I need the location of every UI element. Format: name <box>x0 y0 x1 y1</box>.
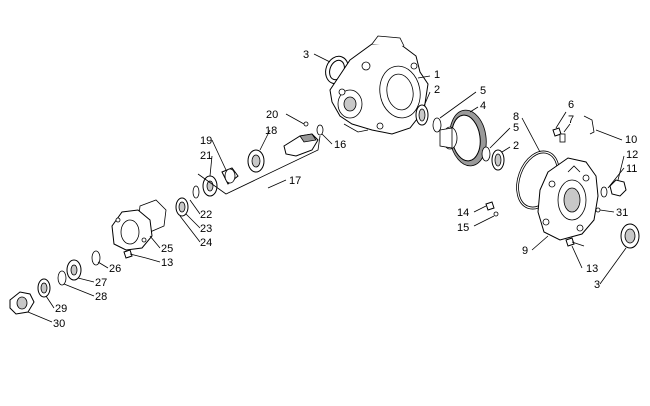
callout-10: 10 <box>625 134 637 146</box>
spacer-23 <box>192 185 200 199</box>
callout-3-top: 3 <box>303 49 309 61</box>
input-housing <box>111 209 153 251</box>
callout-13-right: 13 <box>586 263 598 275</box>
bolt-13-left <box>123 249 147 259</box>
seal-lower <box>620 223 640 249</box>
callout-28: 28 <box>95 291 107 303</box>
callout-5-upper: 5 <box>480 85 486 97</box>
callout-13-left: 13 <box>161 257 173 269</box>
callout-27: 27 <box>95 277 107 289</box>
callout-29: 29 <box>55 303 67 315</box>
breather-fitting <box>552 127 566 143</box>
shim-lower <box>481 146 491 162</box>
callout-15: 15 <box>457 222 469 234</box>
callout-22: 22 <box>200 209 212 221</box>
callout-4: 4 <box>480 100 486 112</box>
leader-lines <box>27 53 627 323</box>
seal-28 <box>57 270 67 286</box>
ring-gear <box>439 109 487 167</box>
seal-29 <box>37 278 51 298</box>
callout-17: 17 <box>289 175 301 187</box>
housing-cover <box>537 157 599 241</box>
callout-19: 19 <box>200 135 212 147</box>
callout-5-lower: 5 <box>513 122 519 134</box>
callout-25: 25 <box>161 243 173 255</box>
bearing-lower <box>491 149 505 171</box>
bearing-upper <box>415 104 429 126</box>
shim-upper <box>432 117 442 133</box>
collar-21 <box>221 167 239 185</box>
callout-6: 6 <box>568 99 574 111</box>
pinion-shaft <box>283 121 324 157</box>
callout-18: 18 <box>265 125 277 137</box>
screw-14 <box>485 201 495 211</box>
yoke-30 <box>9 291 35 315</box>
callout-21: 21 <box>200 150 212 162</box>
callout-16: 16 <box>334 139 346 151</box>
main-housing <box>329 35 429 135</box>
callout-26: 26 <box>109 263 121 275</box>
bearing-27 <box>66 259 82 281</box>
callout-23: 23 <box>200 223 212 235</box>
callout-9: 9 <box>522 245 528 257</box>
bolt-13-right <box>565 237 585 247</box>
vent-hose <box>583 115 595 135</box>
callout-12: 12 <box>626 149 638 161</box>
callout-30: 30 <box>53 318 65 330</box>
drain-plug <box>600 179 627 198</box>
callout-1: 1 <box>434 69 440 81</box>
bearing-18 <box>247 149 265 173</box>
callout-3-lower: 3 <box>594 279 600 291</box>
callout-14: 14 <box>457 207 469 219</box>
callout-2-upper: 2 <box>434 84 440 96</box>
callout-11: 11 <box>626 163 637 175</box>
snap-ring-26 <box>91 250 101 266</box>
pin-31 <box>595 207 601 213</box>
callout-7: 7 <box>568 114 574 126</box>
callout-2-lower: 2 <box>513 140 519 152</box>
callout-24: 24 <box>200 237 212 249</box>
callout-8: 8 <box>513 111 519 123</box>
sleeve-24 <box>175 197 189 217</box>
callout-20: 20 <box>266 109 278 121</box>
washer-15 <box>493 211 499 217</box>
callout-31: 31 <box>616 207 628 219</box>
